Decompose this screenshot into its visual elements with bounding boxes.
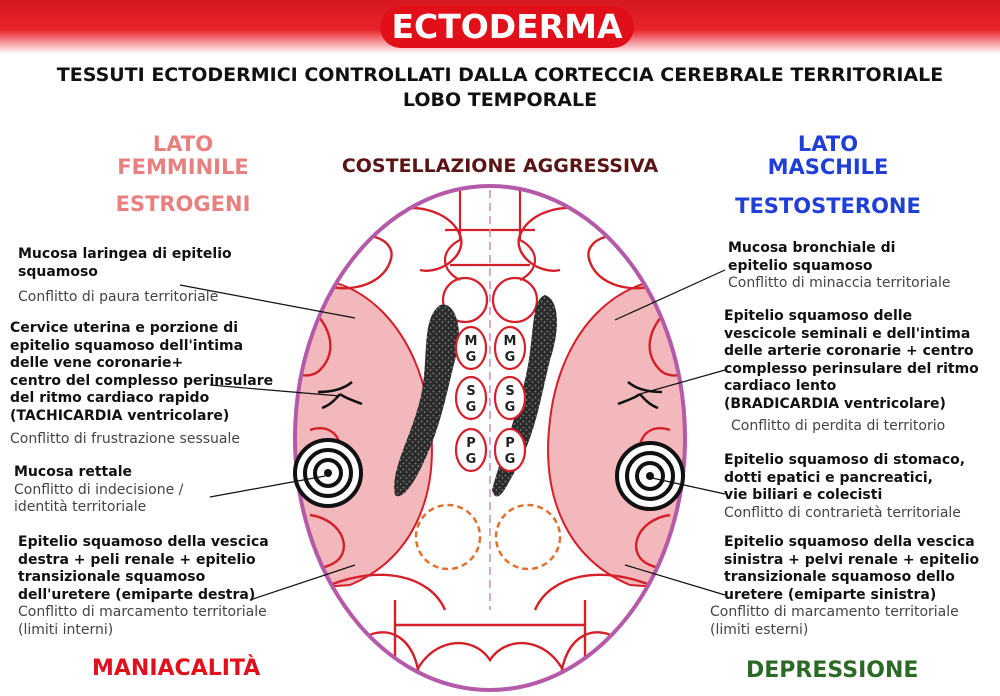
- left-label-bladder: Epitelio squamoso della vescica destra +…: [18, 534, 318, 639]
- label-line: (TACHICARDIA ventricolare): [10, 407, 230, 424]
- label-line: cardiaco lento: [724, 378, 837, 394]
- label-line: uretere (emiparte sinistra): [724, 586, 937, 603]
- conflict-line: Conflitto di marcamento territoriale: [710, 604, 959, 620]
- label-line: transizionale squamoso: [18, 569, 206, 585]
- left-label-larynx: Mucosa laringea di epitelio squamoso Con…: [18, 246, 298, 307]
- male-heading-line-2: MASCHILE: [767, 155, 889, 179]
- label-line: dotti epatici e pancreatici,: [724, 469, 933, 486]
- female-side-heading: LATO FEMMINILE: [88, 133, 278, 179]
- right-pink-zone: [547, 277, 685, 592]
- label-line: del ritmo cardiaco rapido: [10, 390, 210, 406]
- label-line: Epitelio squamoso di stomaco,: [724, 452, 966, 468]
- testosterone-label: TESTOSTERONE: [735, 194, 921, 218]
- depression-footer: DEPRESSIONE: [746, 658, 919, 683]
- label-line: destra + peli renale + epitelio: [18, 551, 256, 568]
- label-line: Epitelio squamoso della vescica: [18, 534, 269, 550]
- male-heading-line-1: LATO: [797, 132, 859, 156]
- relay-letter: G: [466, 400, 477, 415]
- constellation-title: COSTELLAZIONE AGGRESSIVA: [341, 155, 659, 177]
- label-line: squamoso: [18, 263, 98, 280]
- label-line: vie biliari e colecisti: [724, 487, 883, 503]
- label-line: epitelio squamoso: [728, 257, 873, 274]
- relay-letter: P: [466, 436, 476, 451]
- dashed-circle-right: [494, 503, 562, 571]
- relay-letter: S: [466, 384, 475, 399]
- right-label-stomach: Epitelio squamoso di stomaco, dotti epat…: [724, 452, 996, 522]
- label-line: delle vene coronarie+: [10, 355, 184, 371]
- label-line: vescicole seminali e dell'intima: [724, 325, 971, 342]
- label-line: complesso perinsulare del ritmo: [724, 360, 979, 377]
- right-target-icon: [615, 441, 685, 511]
- relay-letter: M: [504, 334, 517, 349]
- conflict-line: Conflitto di indecisione /: [14, 481, 184, 498]
- relay-letter: G: [466, 350, 477, 365]
- left-cortex-texture: [394, 304, 460, 497]
- conflict-line: Conflitto di frustrazione sessuale: [10, 431, 241, 447]
- label-line: Epitelio squamoso della vescica: [724, 534, 975, 550]
- right-label-bronchi: Mucosa bronchiale di epitelio squamoso C…: [728, 240, 993, 293]
- relay-letter: M: [465, 334, 478, 349]
- label-line: transizionale squamoso dello: [724, 569, 955, 585]
- relay-letter: P: [505, 436, 515, 451]
- right-label-seminal: Epitelio squamoso delle vescicole semina…: [724, 308, 996, 436]
- male-side-heading: LATO MASCHILE: [748, 133, 908, 179]
- conflict-line: Conflitto di contrarietà territoriale: [724, 504, 961, 521]
- maniac-footer: MANIACALITÀ: [92, 656, 261, 681]
- subtitle-line-2: LOBO TEMPORALE: [402, 89, 598, 111]
- conflict-line: identità territoriale: [14, 499, 147, 515]
- left-label-cervix: Cervice uterina e porzione di epitelio s…: [10, 320, 310, 449]
- estrogen-label: ESTROGENI: [115, 192, 251, 216]
- relay-letters: M G M G S G S G P G P G: [465, 334, 517, 467]
- label-line: sinistra + pelvi renale + epitelio: [724, 551, 980, 568]
- label-line: centro del complesso perinsulare: [10, 372, 274, 389]
- conflict-line: Conflitto di perdita di territorio: [731, 418, 946, 434]
- conflict-line: (limiti interni): [18, 621, 114, 638]
- relay-letter: G: [505, 452, 516, 467]
- left-target-icon: [293, 438, 363, 508]
- label-line: Mucosa rettale: [14, 464, 132, 480]
- conflict-line: (limiti esterni): [710, 621, 809, 638]
- page-title: ECTODERMA: [380, 6, 634, 48]
- label-line: dell'uretere (emiparte destra): [18, 586, 256, 603]
- relay-letter: G: [466, 452, 477, 467]
- conflict-line: Conflitto di minaccia territoriale: [728, 275, 951, 291]
- relay-ovals: [454, 325, 527, 473]
- dashed-circle-left: [414, 503, 482, 571]
- label-line: (BRADICARDIA ventricolare): [724, 395, 946, 412]
- brain-interior: [295, 190, 685, 690]
- subtitle-line-1: TESSUTI ECTODERMICI CONTROLLATI DALLA CO…: [56, 64, 944, 86]
- conflict-line: Conflitto di marcamento territoriale: [18, 604, 267, 620]
- female-heading-line-1: LATO: [152, 132, 214, 156]
- left-label-rectum: Mucosa rettale Conflitto di indecisione …: [14, 464, 264, 517]
- label-line: Epitelio squamoso delle: [724, 308, 913, 324]
- relay-letter: S: [505, 384, 514, 399]
- leader-lines: [179, 269, 726, 601]
- female-heading-line-2: FEMMINILE: [117, 155, 249, 179]
- label-line: Mucosa bronchiale di: [728, 240, 896, 256]
- relay-letter: G: [505, 400, 516, 415]
- right-label-bladder: Epitelio squamoso della vescica sinistra…: [710, 534, 996, 639]
- right-rhythm-mark: [617, 381, 663, 410]
- relay-letter: G: [505, 350, 516, 365]
- brain-outline: [293, 184, 687, 692]
- conflict-line: Conflitto di paura territoriale: [18, 289, 219, 305]
- label-line: Mucosa laringea di epitelio: [18, 246, 232, 262]
- label-line: epitelio squamoso dell'intima: [10, 337, 244, 354]
- label-line: Cervice uterina e porzione di: [10, 320, 239, 336]
- label-line: delle arterie coronarie + centro: [724, 343, 974, 359]
